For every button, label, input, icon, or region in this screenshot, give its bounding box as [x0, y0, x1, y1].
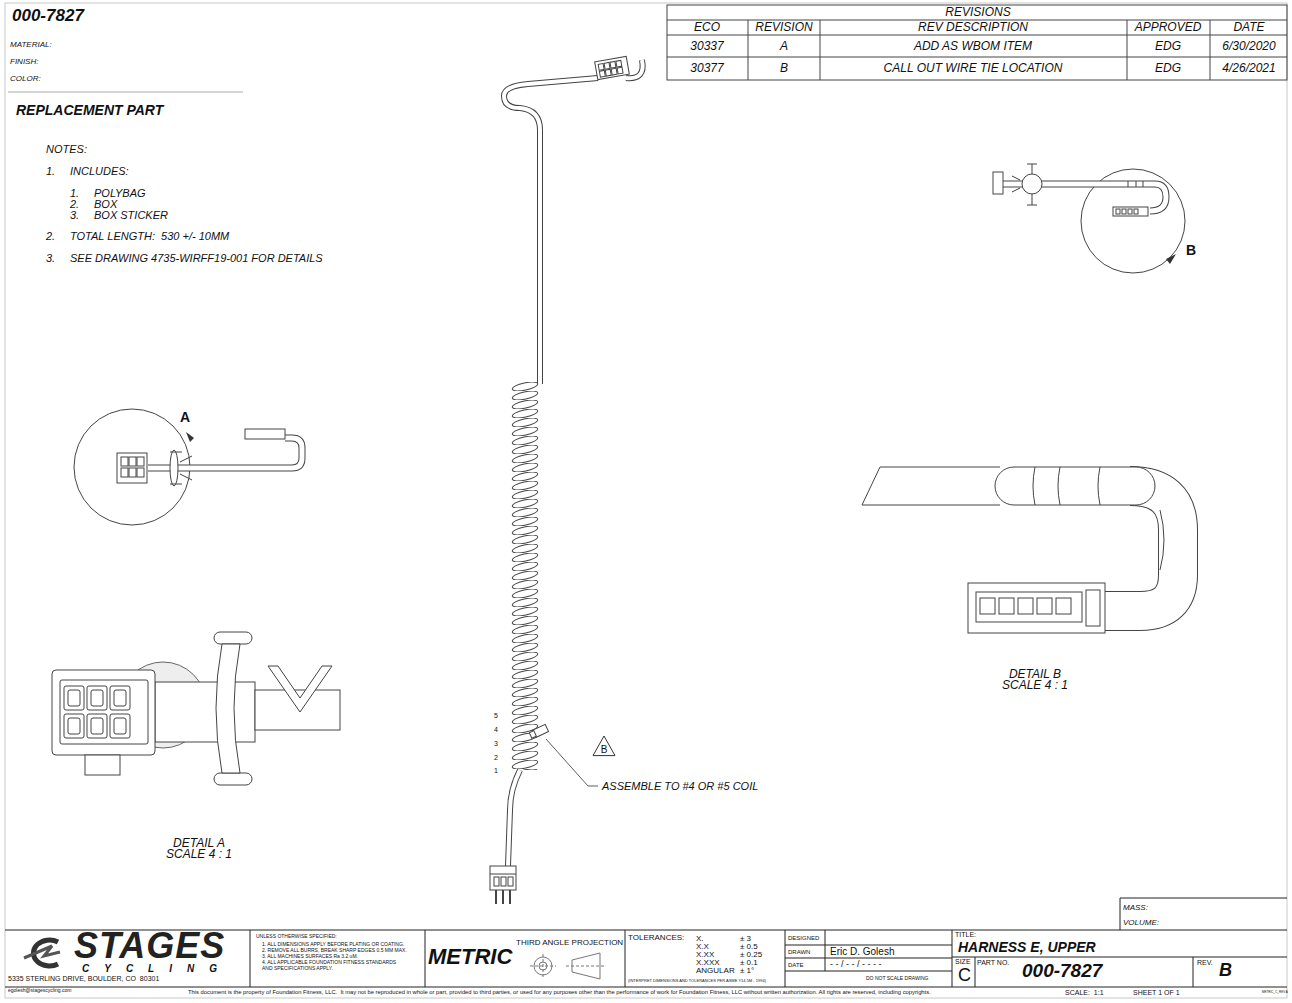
table-cell: EDG [1155, 40, 1181, 53]
coil-number: 3 [494, 740, 498, 748]
title-block [5, 898, 1287, 987]
note-text: BOX [94, 198, 117, 210]
standard-note: UNLESS OTHERWISE SPECIFIED: [256, 934, 337, 940]
coil-number: 1 [494, 767, 498, 775]
title-block-text: SCALE: 1:1 [1065, 989, 1104, 997]
note-text: POLYBAG [94, 187, 146, 199]
note-text: 3. [46, 252, 55, 264]
coil-number: 5 [494, 712, 498, 720]
header-rule [8, 92, 243, 93]
sheet-border [5, 3, 1287, 998]
table-cell: 4/26/2021 [1222, 62, 1275, 75]
table-cell: DATE [1233, 21, 1264, 34]
title-block-text: - - / - - / - - - - [830, 960, 881, 970]
table-cell: CALL OUT WIRE TIE LOCATION [884, 62, 1063, 75]
standard-note: 4. ALL APPLICABLE FOUNDATION FITNESS STA… [262, 960, 397, 971]
property-field: MASS: [1123, 904, 1148, 913]
title-block-text: ± 1° [740, 967, 754, 976]
detail-caption: SCALE 4 : 1 [166, 848, 232, 861]
table-cell: REV DESCRIPTION [918, 21, 1028, 34]
company-text: 5335 STERLING DRIVE, BOULDER, CO 80301 [8, 975, 159, 983]
detail-b-view [862, 467, 1178, 633]
title-block-text: 000-7827 [1022, 961, 1102, 982]
table-cell: ADD AS WBOM ITEM [914, 40, 1032, 53]
harness-main-view [490, 56, 643, 904]
table-cell: REVISION [755, 21, 812, 34]
title-block-text: HARNESS E, UPPER [958, 940, 1096, 955]
note-text: TOTAL LENGTH: 530 +/- 10MM [70, 230, 229, 242]
table-cell: A [780, 40, 788, 53]
title-block-text: This document is the property of Foundat… [188, 989, 931, 995]
projection-symbol [530, 953, 606, 979]
company-logo-mark [24, 940, 60, 966]
title-block-text: THIRD ANGLE PROJECTION [516, 939, 623, 948]
note-text: 3. [70, 209, 79, 221]
title-block-text: DRAWN [788, 949, 810, 956]
title-block-text: DATE [788, 962, 804, 969]
sheet-field: MATERIAL: [10, 41, 52, 50]
note-text: 2. [46, 230, 55, 242]
title-block-text: REV. [1197, 959, 1213, 967]
detail-caption: SCALE 4 : 1 [1002, 679, 1068, 692]
revision-flag: B [592, 735, 616, 757]
company-text: egolesh@stagescycling.com [8, 988, 71, 994]
title-block-text: METRIC [428, 945, 512, 969]
title-block-text: TITLE: [955, 931, 976, 939]
note-text: INCLUDES: [70, 165, 129, 177]
note-text: REPLACEMENT PART [16, 103, 163, 118]
revision-table [667, 5, 1287, 80]
note-text: 1. [46, 165, 55, 177]
table-cell: 30377 [690, 62, 723, 75]
table-cell: EDG [1155, 62, 1181, 75]
sheet-field: FINISH: [10, 58, 38, 67]
sheet-field: COLOR: [10, 75, 41, 84]
detail-a-view [52, 632, 340, 785]
title-block-text: B [1219, 961, 1232, 981]
coil-number: 2 [494, 754, 498, 762]
company-text: CYCLING [82, 963, 232, 974]
property-field: VOLUME: [1123, 919, 1159, 928]
table-cell: B [780, 62, 788, 75]
table-cell: APPROVED [1135, 21, 1202, 34]
title-block-text: DESIGNED [788, 935, 819, 942]
standard-note: 1. ALL DIMENSIONS APPLY BEFORE PLATING O… [262, 942, 404, 948]
detail-a-callout [74, 409, 302, 525]
detail-letter: A [180, 410, 190, 425]
table-cell: ECO [694, 21, 720, 34]
title-block-text: ANGULAR [696, 967, 735, 976]
title-block-text: SIZE [955, 958, 971, 966]
title-block-text: TOLERANCES: [628, 934, 684, 943]
table-cell: REVISIONS [945, 6, 1010, 19]
title-block-text: METRIC_C_REV A [1262, 991, 1288, 994]
standard-note: 3. ALL MACHINES SURFACES Ra 3.2 uM. [262, 954, 358, 960]
title-block-text: C [958, 966, 971, 986]
revision-letter: B [601, 744, 608, 755]
title-block-text: Eric D. Golesh [830, 946, 894, 957]
standard-note: 2. REMOVE ALL BURRS, BREAK SHARP EDGES 0… [262, 948, 407, 954]
detail-b-callout [993, 164, 1185, 273]
callout-note: ASSEMBLE TO #4 OR #5 COIL [602, 780, 758, 792]
title-block-text: PART NO. [977, 959, 1009, 967]
note-text: NOTES: [46, 143, 87, 155]
title-block-text: SHEET 1 OF 1 [1133, 989, 1180, 997]
table-cell: 6/30/2020 [1222, 40, 1275, 53]
company-text: STAGES [74, 926, 225, 966]
note-text: SEE DRAWING 4735-WIRFF19-001 FOR DETAILS [70, 252, 323, 264]
title-block-text: DO NOT SCALE DRAWING [866, 976, 929, 982]
leader-line [546, 739, 598, 786]
note-text: 2. [70, 198, 79, 210]
note-text: 1. [70, 187, 79, 199]
coil-number: 4 [494, 726, 498, 734]
detail-letter: B [1186, 243, 1196, 258]
note-text: BOX STICKER [94, 209, 168, 221]
sheet-field: 000-7827 [12, 7, 84, 26]
title-block-text: (INTERPRET DIMENSIONS AND TOLERANCES PER… [628, 979, 766, 983]
table-cell: 30337 [690, 40, 723, 53]
